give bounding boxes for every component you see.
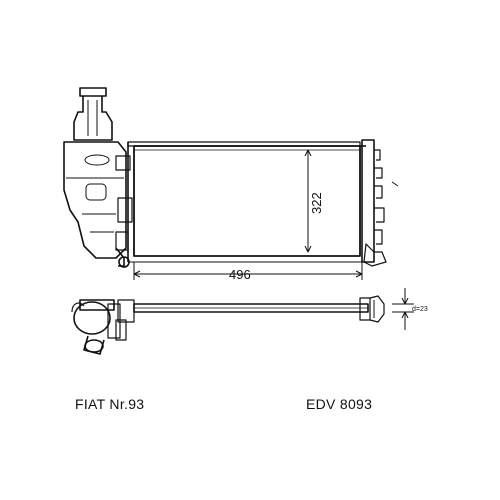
expansion-tank (63, 87, 127, 267)
left-header-connectors (115, 155, 133, 268)
right-header (361, 139, 399, 267)
thickness-dimension (392, 288, 414, 330)
thickness-dimension-label: d=23 (412, 306, 428, 313)
radiator-core (127, 141, 366, 263)
side-view (71, 295, 385, 355)
width-dimension-line (133, 262, 363, 280)
code-label: EDV 8093 (306, 396, 373, 412)
model-label: FIAT Nr.93 (75, 396, 145, 412)
height-dimension-line (304, 149, 312, 253)
height-dimension-label: 322 (309, 192, 324, 214)
width-dimension-label: 496 (229, 267, 251, 282)
